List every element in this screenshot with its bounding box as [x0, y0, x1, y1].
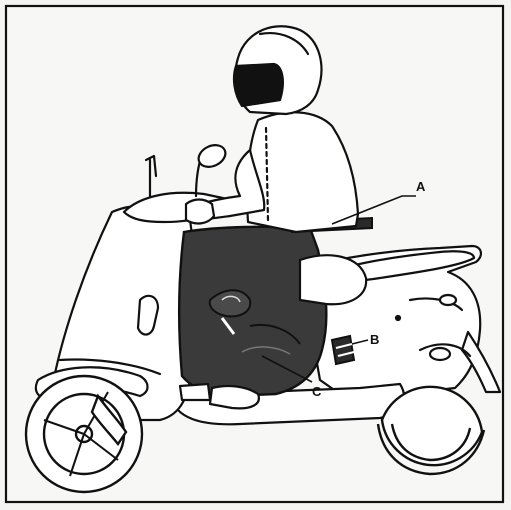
rider-foot-back [180, 384, 210, 400]
front-wheel [26, 376, 142, 492]
rider-foot [210, 386, 259, 408]
rider-hand [186, 200, 214, 224]
side-vent [440, 295, 456, 305]
helmet-visor [234, 64, 283, 106]
rider-thigh [300, 255, 366, 304]
body-screw [396, 316, 400, 320]
callout-label-b: B [370, 332, 379, 347]
seat-clip [332, 336, 354, 364]
callout-label-c: C [312, 384, 322, 399]
rear-reflector [430, 348, 450, 360]
apron-panel [179, 227, 326, 396]
callout-label-a: A [416, 179, 426, 194]
